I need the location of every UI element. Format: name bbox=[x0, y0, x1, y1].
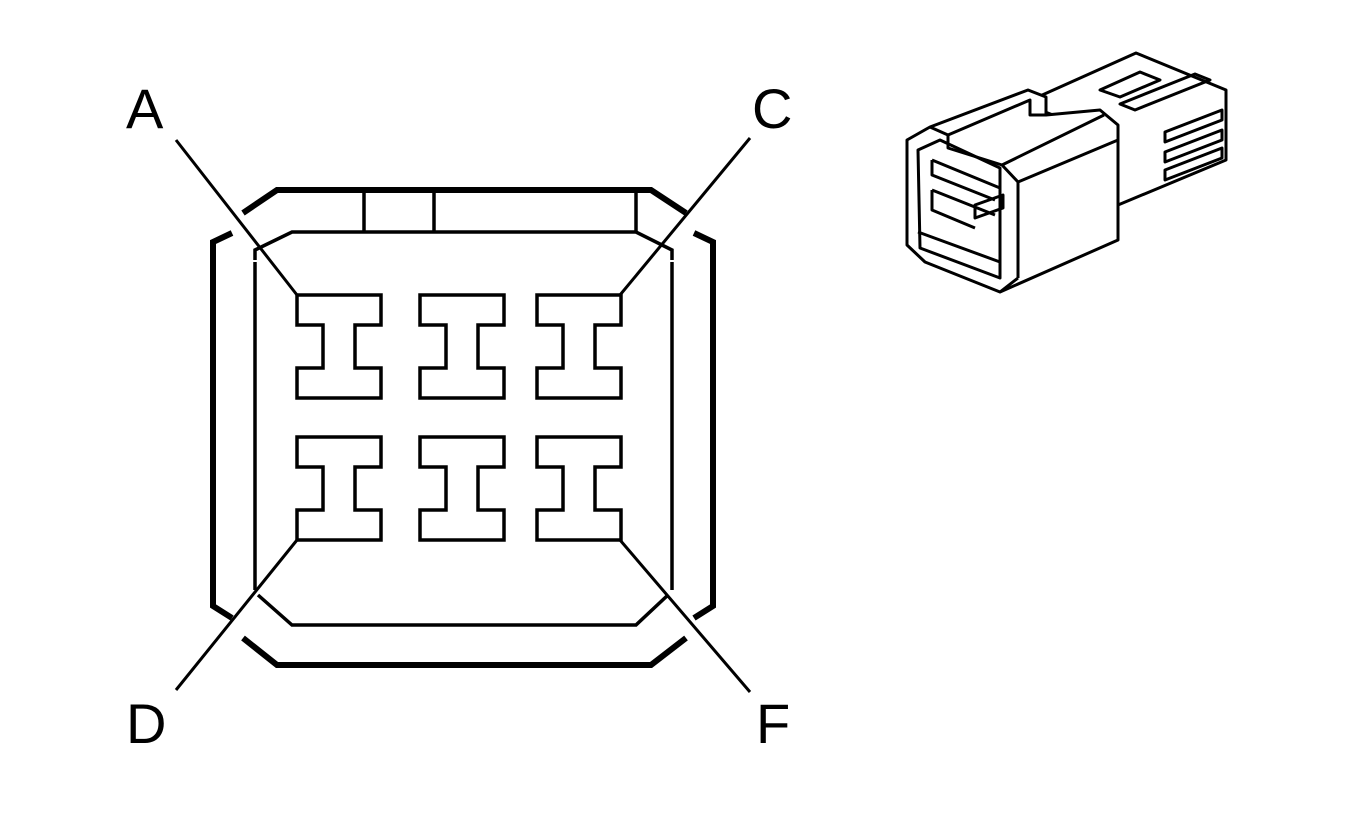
leader-line-f bbox=[618, 539, 752, 693]
pin-label-d: D bbox=[126, 692, 166, 755]
pin-label-a: A bbox=[126, 77, 164, 140]
rear-slots bbox=[1098, 70, 1224, 182]
pin-cavity-c bbox=[535, 293, 623, 400]
pin-cavities bbox=[295, 293, 623, 542]
connector-face-view bbox=[210, 187, 716, 668]
connector-isometric-view bbox=[905, 51, 1228, 294]
leader-line-c bbox=[618, 137, 752, 296]
outer-shell-bottom bbox=[241, 635, 688, 668]
outer-shell-left bbox=[210, 230, 234, 621]
pin-cavity-f bbox=[535, 435, 623, 542]
outer-shell-top bbox=[241, 187, 688, 216]
pin-cavity-d bbox=[295, 435, 383, 542]
pin-cavity-b bbox=[418, 293, 506, 400]
front-shroud bbox=[905, 88, 1120, 294]
pin-label-f: F bbox=[756, 692, 790, 755]
leader-lines bbox=[174, 137, 752, 693]
leader-line-d bbox=[174, 539, 299, 691]
pin-cavity-e bbox=[418, 435, 506, 542]
pin-label-c: C bbox=[752, 77, 792, 140]
shroud-lock-top bbox=[929, 98, 1119, 184]
outer-shell-right bbox=[692, 230, 716, 621]
inner-wall-bottom bbox=[256, 593, 670, 627]
inner-wall-top bbox=[253, 230, 674, 260]
pin-cavity-a bbox=[295, 293, 383, 400]
leader-line-a bbox=[174, 139, 299, 296]
inner-terminals bbox=[917, 158, 1005, 264]
shroud-front-face bbox=[999, 182, 1020, 294]
latch-tab bbox=[362, 192, 638, 231]
